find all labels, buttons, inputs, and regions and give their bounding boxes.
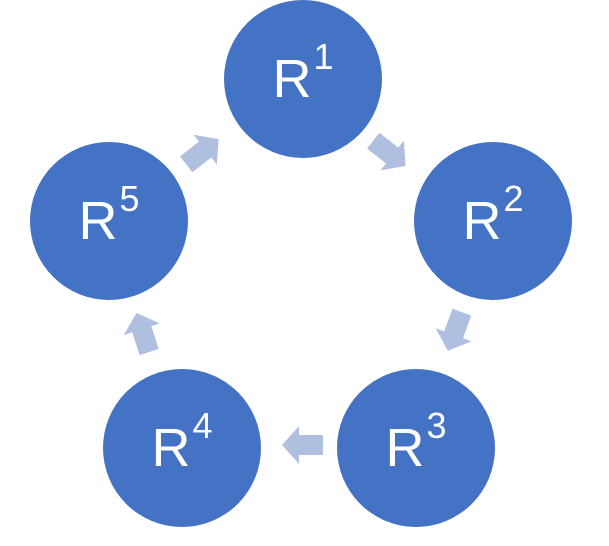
node-r3-symbol: R bbox=[385, 418, 425, 478]
node-r4-symbol: R bbox=[151, 418, 191, 478]
arrow-r3-to-r4 bbox=[282, 426, 323, 464]
arrow-r2-to-r3 bbox=[435, 308, 472, 351]
node-r5-superscript: 5 bbox=[119, 178, 140, 219]
arrow-r4-to-r5 bbox=[123, 313, 160, 356]
node-r1-superscript: 1 bbox=[313, 36, 334, 77]
node-r5-symbol: R bbox=[78, 191, 118, 251]
arrow-r1-to-r2 bbox=[367, 132, 406, 171]
node-r3-superscript: 3 bbox=[426, 405, 447, 446]
node-r4-superscript: 4 bbox=[192, 405, 213, 446]
node-r2-symbol: R bbox=[462, 191, 502, 251]
node-r1-symbol: R bbox=[272, 49, 312, 109]
arrow-r5-to-r1 bbox=[180, 134, 219, 173]
node-r2-superscript: 2 bbox=[503, 178, 524, 219]
